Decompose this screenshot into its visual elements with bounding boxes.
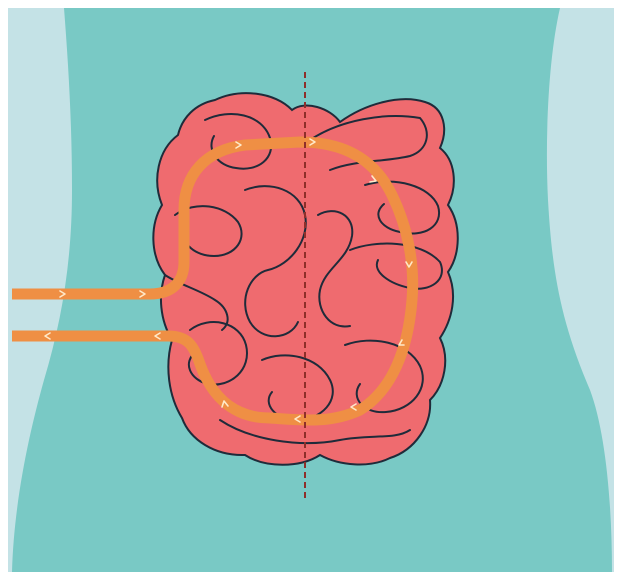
peritoneal-catheter-illustration xyxy=(0,0,622,580)
diagram-stage xyxy=(0,0,622,580)
